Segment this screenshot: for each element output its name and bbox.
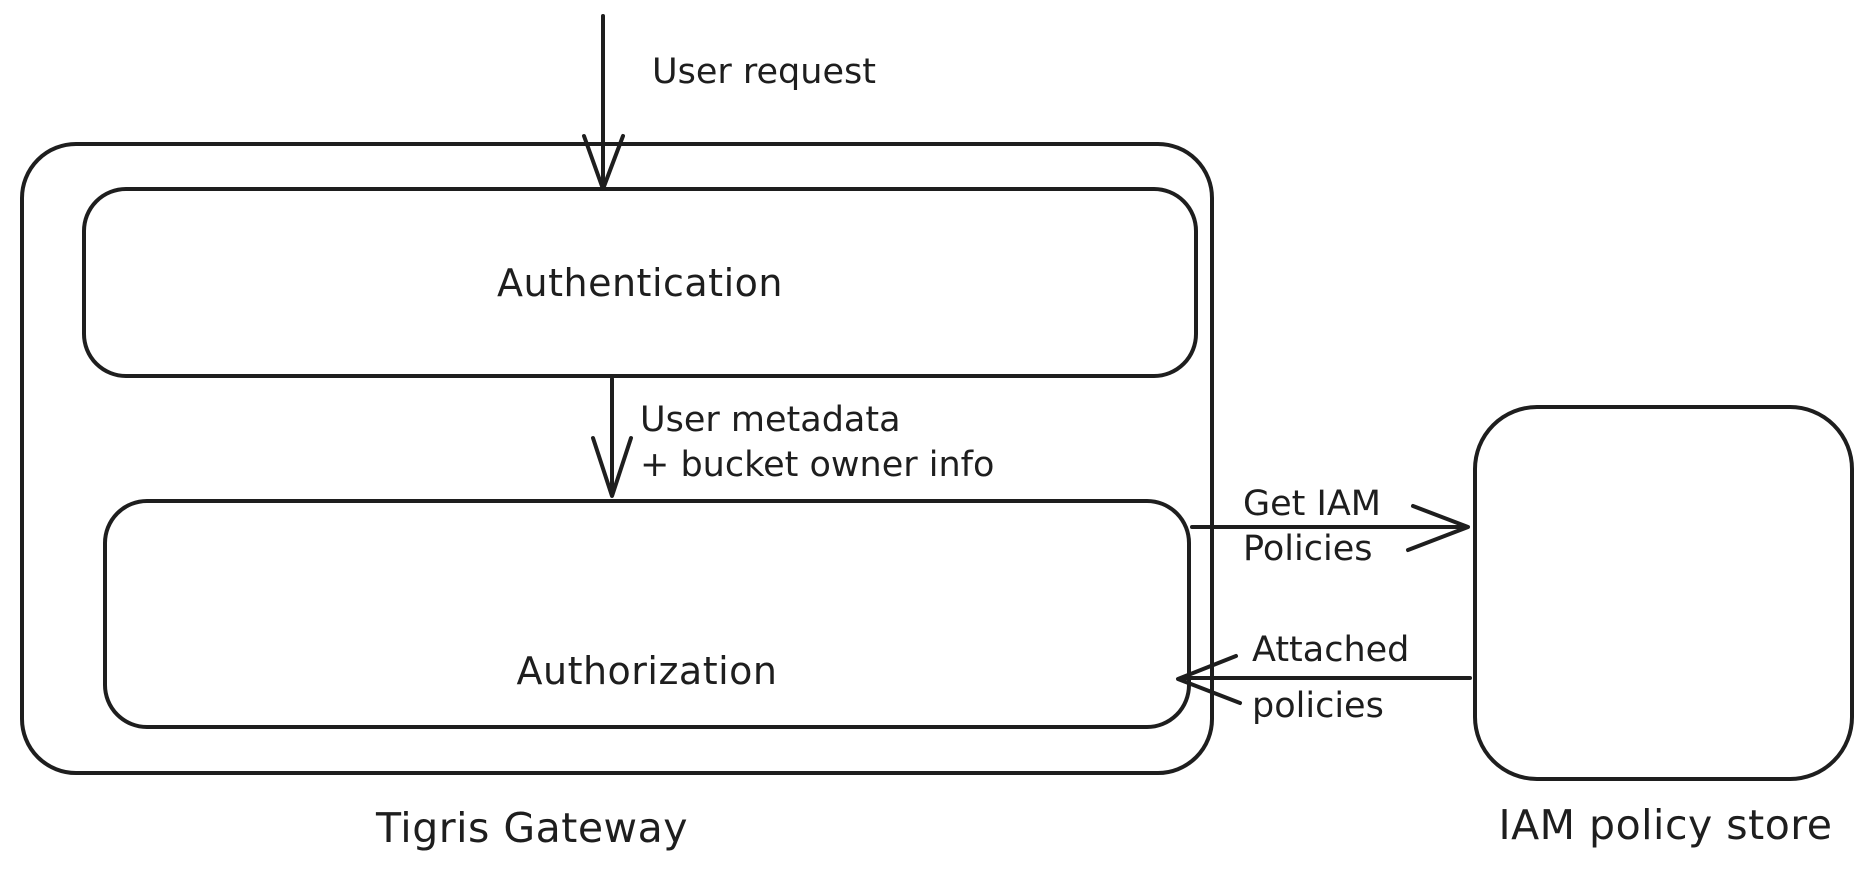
get-iam-policies-label: Get IAM Policies <box>1243 482 1381 572</box>
authorization-label: Authorization <box>516 649 778 693</box>
attached-policies-label-line2: policies <box>1252 686 1384 726</box>
user-metadata-label: User metadata + bucket owner info <box>640 398 994 488</box>
attached-policies-label-line1: Attached <box>1252 630 1410 670</box>
get-iam-policies-label-line1: Get IAM <box>1243 484 1381 524</box>
authorization-box: Authorization <box>103 499 1191 729</box>
iam-policy-store-box <box>1473 405 1854 781</box>
user-metadata-label-line1: User metadata <box>640 400 901 440</box>
authentication-box: Authentication <box>82 187 1198 378</box>
user-request-label: User request <box>652 52 876 92</box>
get-iam-policies-label-line2: Policies <box>1243 529 1373 569</box>
tigris-gateway-caption: Tigris Gateway <box>376 804 688 852</box>
user-metadata-label-line2: + bucket owner info <box>640 445 995 485</box>
iam-policy-store-caption: IAM policy store <box>1498 801 1833 849</box>
authentication-label: Authentication <box>497 260 783 305</box>
attached-policies-label: Attached policies <box>1252 622 1409 734</box>
